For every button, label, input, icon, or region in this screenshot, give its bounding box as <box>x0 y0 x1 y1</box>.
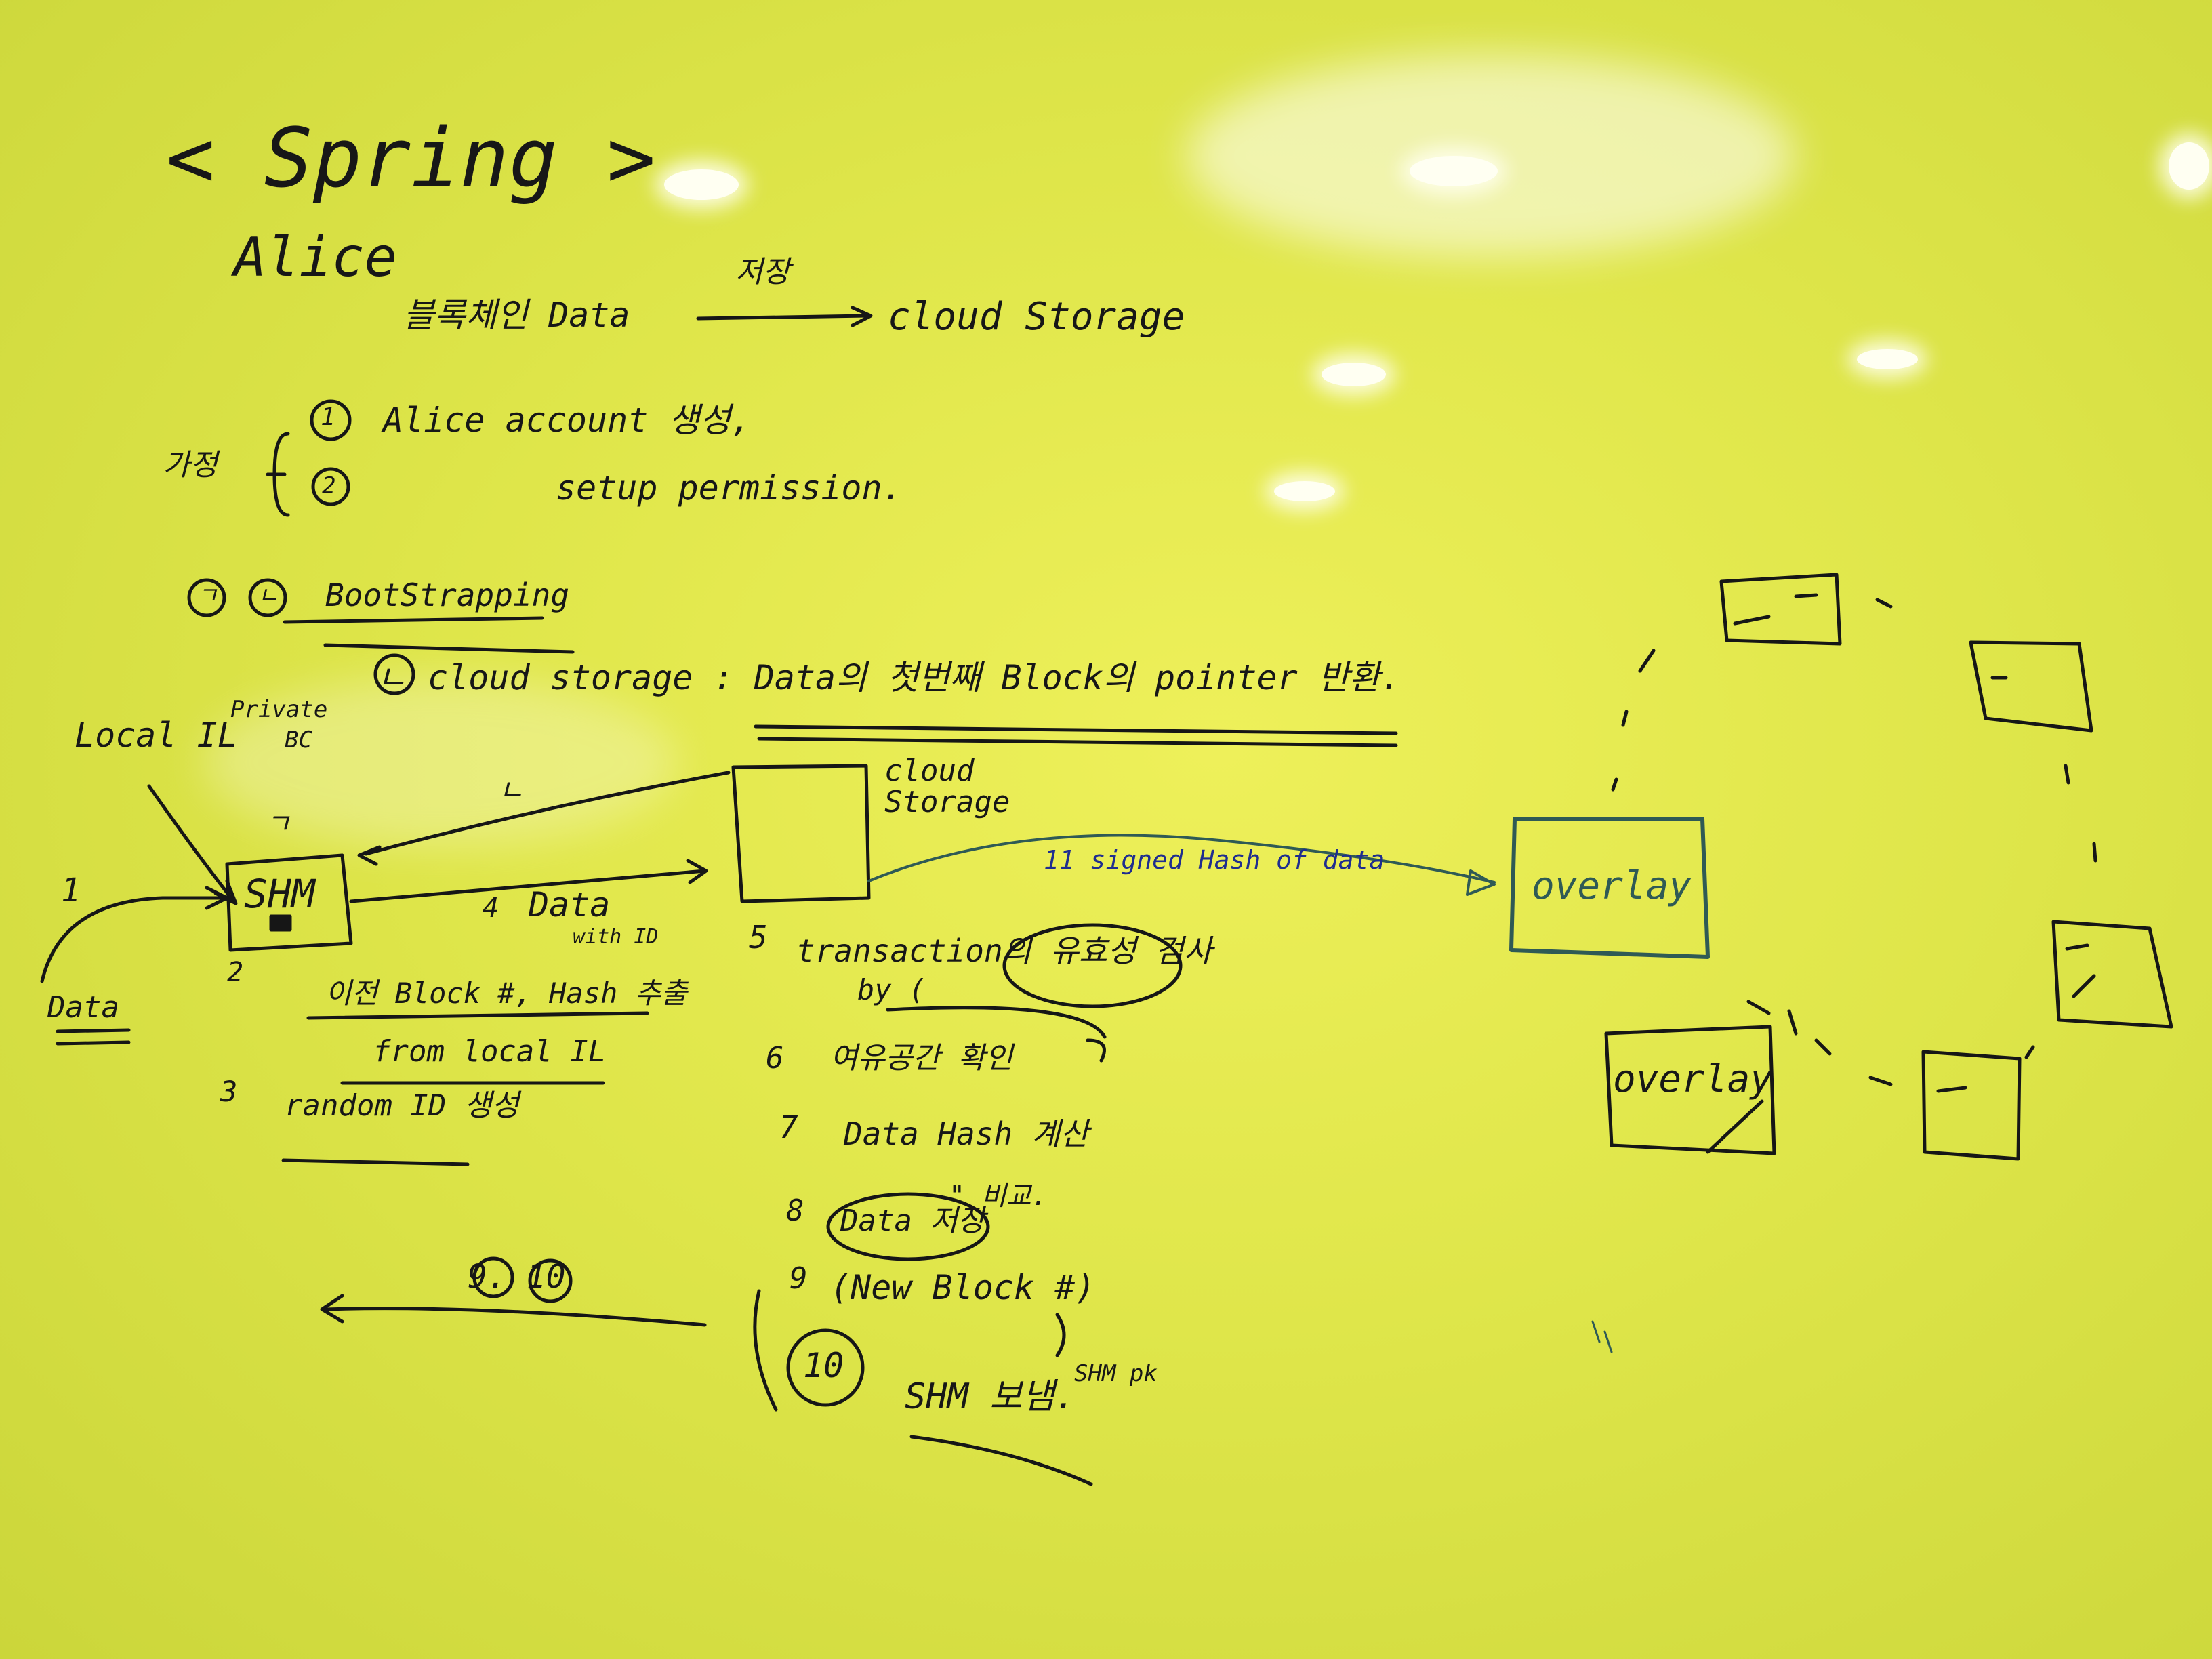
return-arrow-label: 9. 10 <box>468 1258 566 1296</box>
shm-label: SHM <box>244 871 315 917</box>
data-arrow-label: Data <box>529 885 611 924</box>
step-text: 이전 Block #, Hash 추출 <box>325 977 687 1010</box>
scenario-target: cloud Storage <box>888 295 1185 339</box>
ceiling-lamp <box>1857 349 1918 369</box>
signed-hash-label: 11 signed Hash of data <box>1044 845 1385 875</box>
step-marker: 3 <box>220 1075 238 1108</box>
ceiling-lamp <box>1322 363 1386 386</box>
step-text: SHM 보냄. <box>905 1376 1076 1417</box>
arrow-step-label: 1 <box>61 872 81 909</box>
ceiling-lamp <box>1274 481 1335 501</box>
arrow-step-label: ㄴ <box>498 773 525 806</box>
scenario-arrow-label: 저장 <box>735 255 790 289</box>
assumption-marker: 1 <box>321 403 335 431</box>
arrow-step-label: 4 <box>483 893 499 924</box>
bc-label: BC <box>285 726 312 754</box>
bootstrap-marker: ㄱ <box>197 582 218 609</box>
step-text: (New Block #) <box>830 1268 1096 1307</box>
scenario-subject: 블록체인 Data <box>403 295 630 335</box>
ceiling-lamp <box>1410 156 1498 186</box>
private-label: Private <box>230 696 328 723</box>
step-text: Data 저장 <box>840 1204 985 1238</box>
step-marker: 8 <box>786 1193 804 1228</box>
glare <box>1186 54 1796 258</box>
step-text: transaction의 유효성 검사 <box>796 933 1212 969</box>
bootstrap-note: ㄴ cloud storage : Data의 첫번째 Block의 point… <box>376 658 1401 697</box>
overlay-main-label: overlay <box>1532 864 1692 908</box>
step-text: by ( <box>857 973 926 1006</box>
assumption-item: Alice account 생성, <box>383 401 752 440</box>
assumption-marker: 2 <box>322 472 336 499</box>
step-marker: 6 <box>766 1041 784 1076</box>
step-marker: 7 <box>779 1109 798 1145</box>
step-text: " 비교. <box>949 1181 1048 1212</box>
step-marker: 10 <box>803 1346 844 1385</box>
ceiling-lamp <box>664 169 739 200</box>
bootstrap-title: BootStrapping <box>325 577 570 613</box>
step-marker: 5 <box>749 919 768 956</box>
bootstrap-marker: ㄴ <box>258 582 279 609</box>
cloud-storage-label: cloud Storage <box>884 754 1010 820</box>
actor-name: Alice <box>234 226 397 289</box>
arrow-step-label: ㄱ <box>264 807 291 840</box>
step-text: Data Hash 계산 <box>844 1115 1089 1152</box>
board-title: < Spring > <box>166 112 656 206</box>
data-source-label: Data <box>47 990 119 1025</box>
overlay-second-label: overlay <box>1613 1057 1774 1101</box>
with-id-label: with ID <box>573 925 659 949</box>
step-text: from local IL <box>373 1034 607 1069</box>
assumption-item: setup permission. <box>556 468 903 508</box>
glare <box>203 678 678 847</box>
ceiling-lamp <box>2169 142 2209 190</box>
step-text: 여유공간 확인 <box>830 1041 1013 1076</box>
shm-pk-label: SHM pk <box>1074 1360 1158 1387</box>
step-marker: 9 <box>790 1261 808 1296</box>
local-il-label: Local IL <box>75 716 238 755</box>
step-marker: 2 <box>227 957 244 988</box>
assumption-label: 가정 <box>163 448 218 483</box>
step-text: random ID 생성 <box>285 1088 519 1123</box>
